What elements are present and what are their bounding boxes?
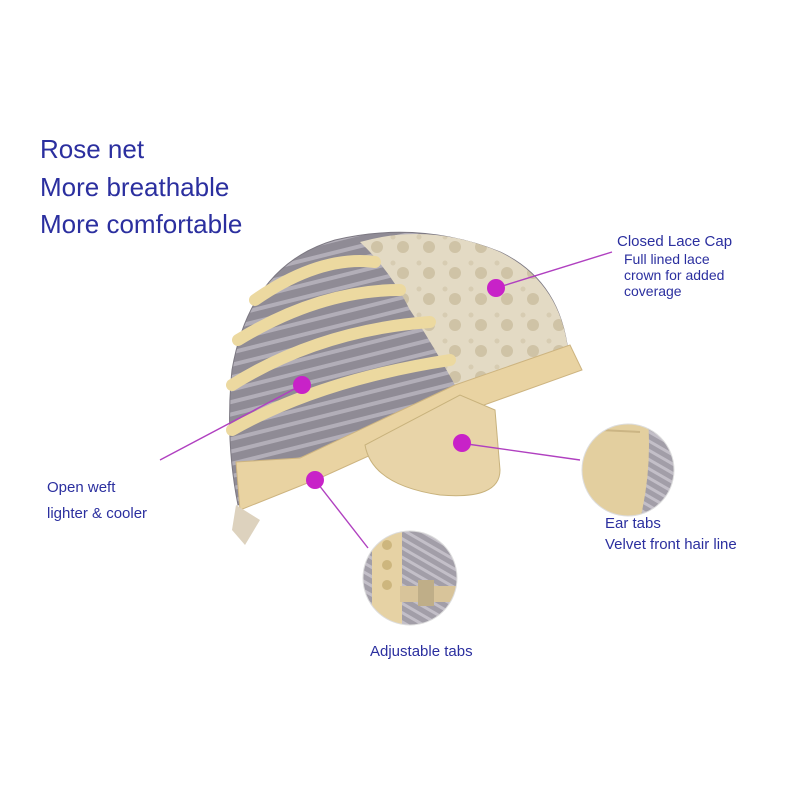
label-ear-tabs-desc: Velvet front hair line — [605, 536, 737, 553]
marker-dot — [293, 376, 311, 394]
leader-lines — [159, 251, 613, 549]
headline-rose-net: Rose net — [40, 134, 145, 164]
label-closed-lace-desc: crown for added — [624, 267, 725, 283]
marker-dot — [487, 279, 505, 297]
label-ear-tabs: Ear tabs — [605, 515, 661, 532]
closeup-circle — [362, 530, 458, 626]
wig-cap-dome — [226, 231, 583, 545]
label-closed-lace-desc: Full lined lace — [624, 251, 710, 267]
label-open-weft: Open weft — [47, 479, 116, 496]
marker-dot — [306, 471, 324, 489]
label-adjustable-tabs: Adjustable tabs — [370, 643, 473, 660]
label-closed-lace-cap: Closed Lace Cap — [617, 233, 733, 250]
closeup-circle — [581, 423, 675, 517]
headline-breathable: More breathable — [40, 172, 230, 202]
label-closed-lace-desc: coverage — [624, 283, 682, 299]
label-open-weft-desc: lighter & cooler — [47, 505, 148, 522]
headline-comfortable: More comfortable — [40, 209, 243, 239]
marker-dot — [453, 434, 471, 452]
